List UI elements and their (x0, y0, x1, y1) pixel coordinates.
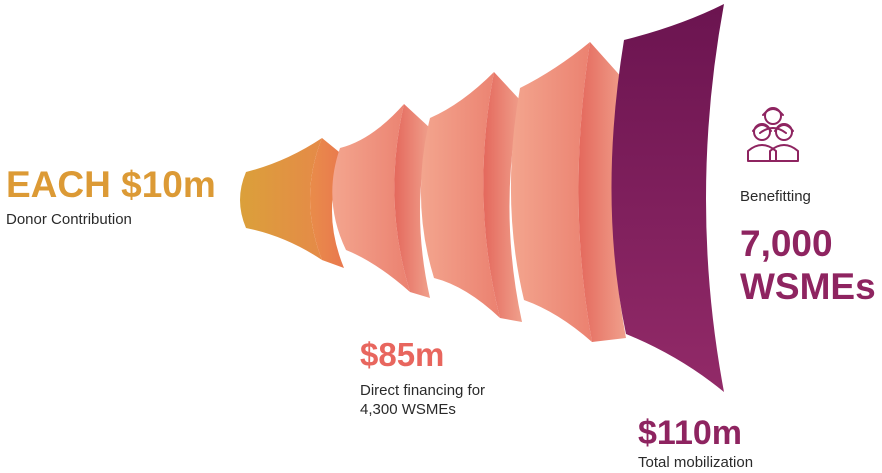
funnel-segment-2-fold (394, 104, 430, 298)
funnel-segment-3 (420, 72, 500, 318)
funnel-segment-2 (332, 104, 410, 292)
donor-amount: EACH $10m (6, 164, 216, 205)
total-mobilization-description: Total mobilization (638, 454, 754, 471)
beneficiary-label: Benefitting (740, 188, 811, 205)
donor-description: Donor Contribution (6, 211, 132, 228)
beneficiary-count-line-1: 7,000 (740, 223, 833, 264)
direct-financing-amount: $85m (360, 336, 445, 373)
funnel-segment-final (611, 4, 724, 392)
beneficiary-count-line-2: WSMEs (740, 266, 876, 307)
beneficiary-count: 7,000 WSMEs (740, 222, 880, 308)
people-group-icon (740, 103, 806, 165)
direct-financing-line-1: Direct financing for (360, 382, 486, 399)
funnel-segment-4-fold (578, 42, 626, 342)
funnel-segment-1 (240, 138, 322, 260)
direct-financing-description: Direct financing for 4,300 WSMEs (360, 381, 560, 419)
direct-financing-line-2: 4,300 WSMEs (360, 401, 456, 418)
total-mobilization-amount: $110m (638, 414, 742, 452)
funnel-segment-4 (510, 42, 592, 342)
funnel-segment-3-fold (483, 72, 522, 322)
